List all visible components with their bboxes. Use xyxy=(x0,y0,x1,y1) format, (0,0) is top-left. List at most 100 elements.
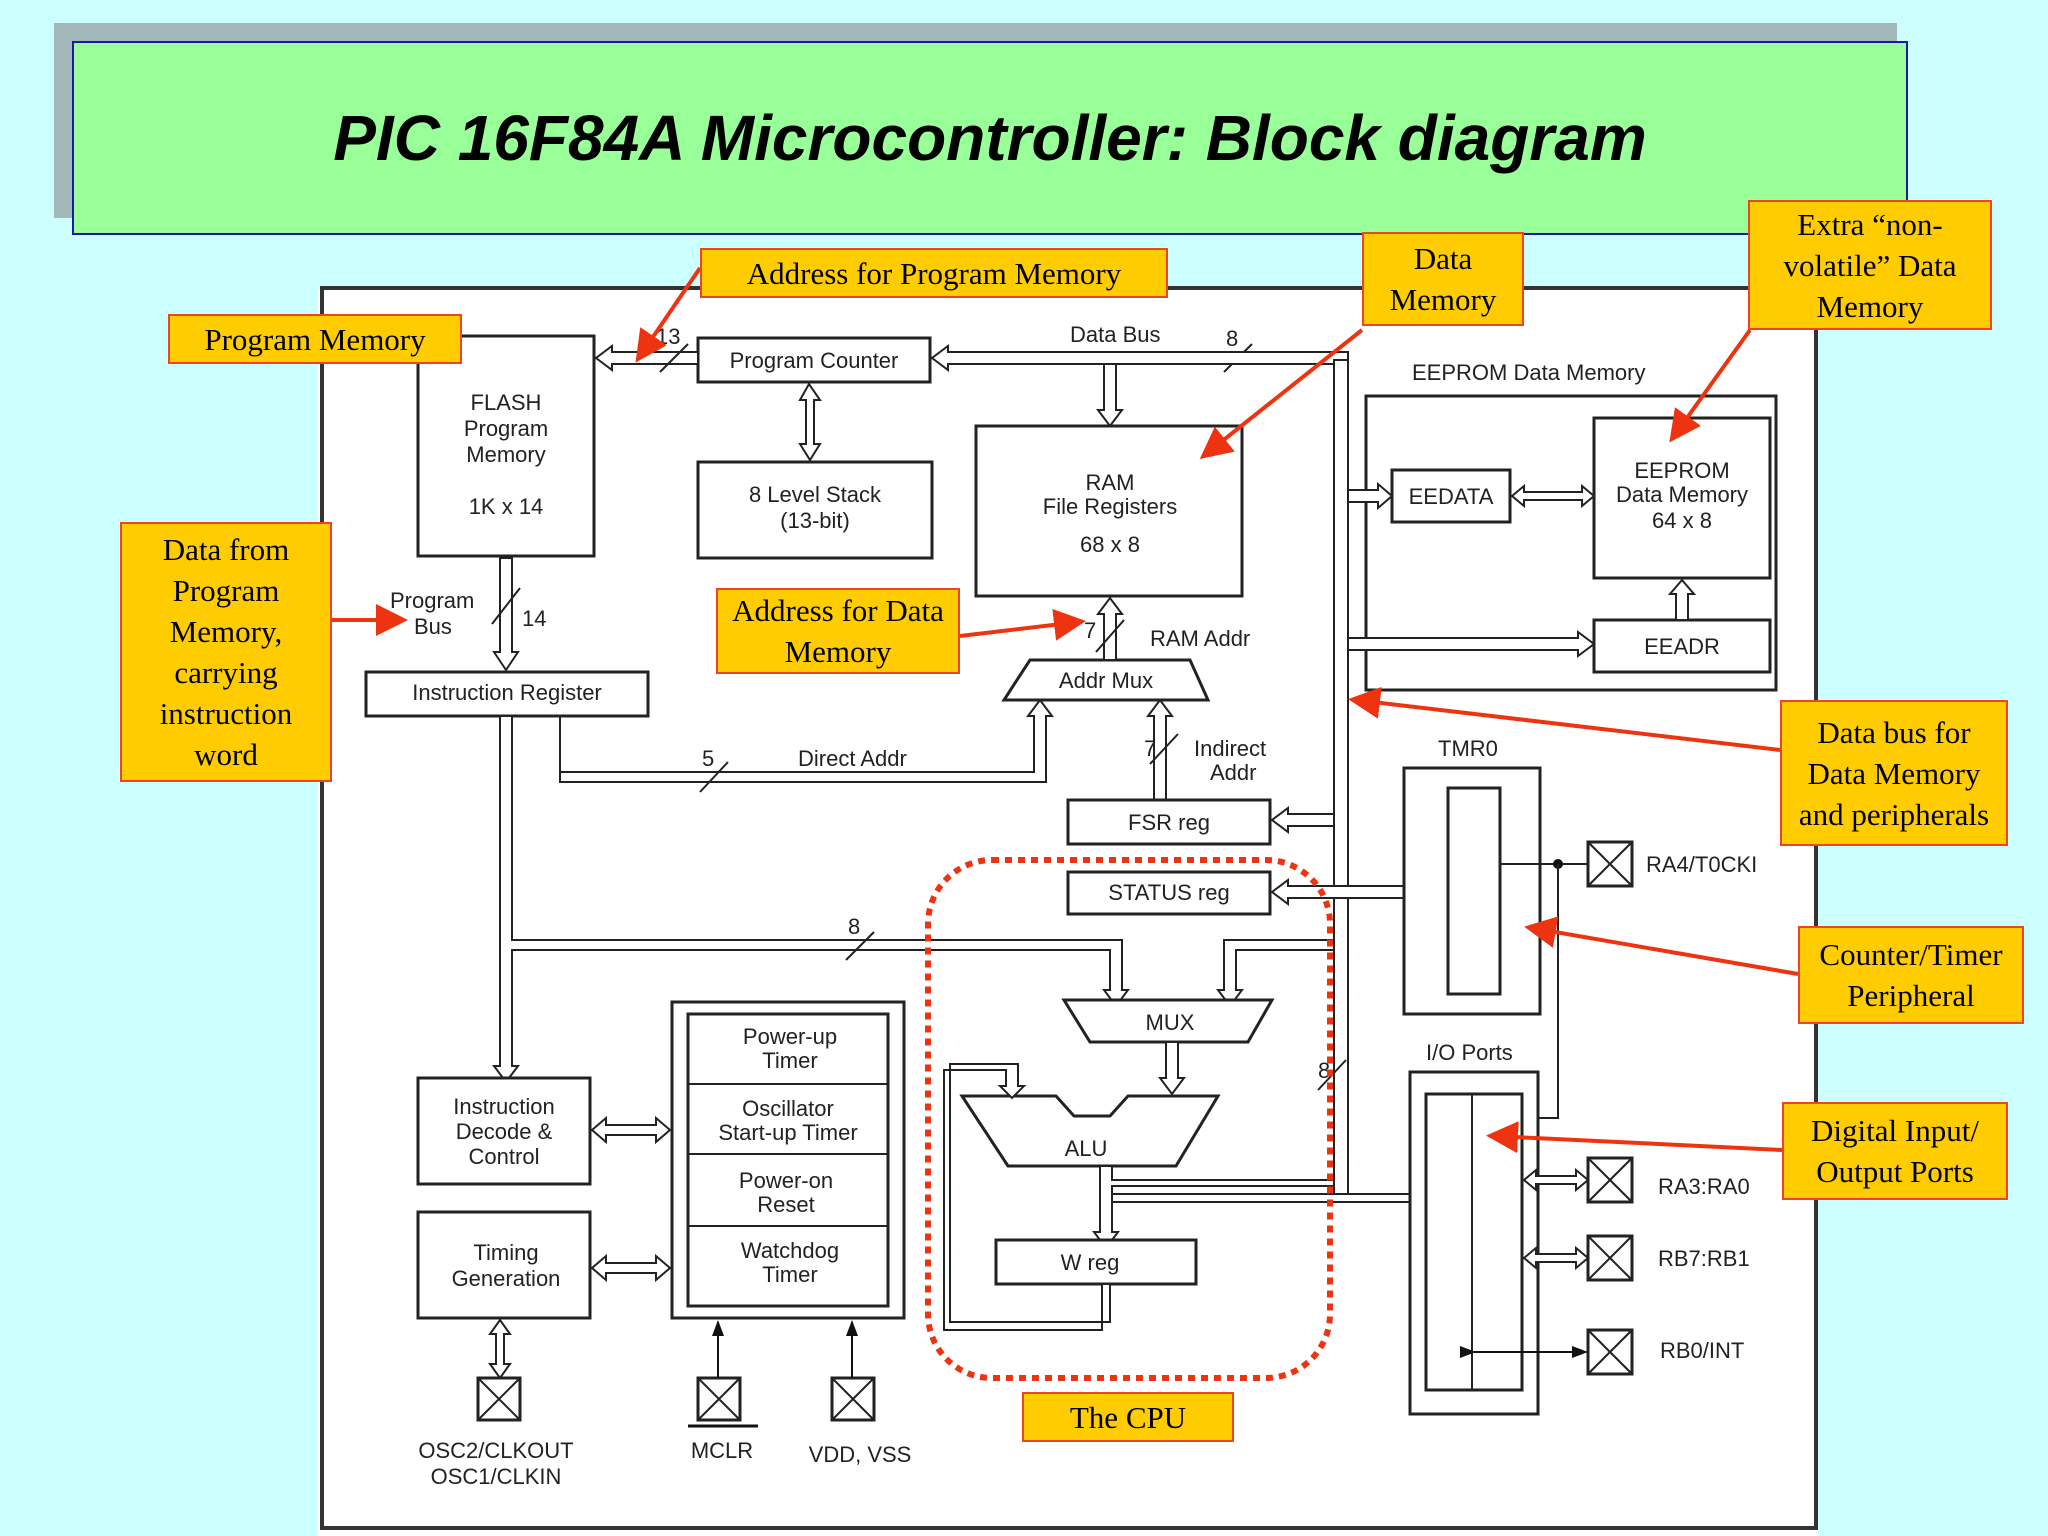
indirect-addr-label-1: Indirect xyxy=(1194,736,1266,761)
title-banner: PIC 16F84A Microcontroller: Block diagra… xyxy=(72,41,1908,235)
osc-startup-1: Oscillator xyxy=(742,1096,834,1121)
callout-program-memory: Program Memory xyxy=(168,314,462,364)
power-up-timer-1: Power-up xyxy=(743,1024,837,1049)
bus-to-eedata xyxy=(1347,481,1394,511)
indirect-addr-label-2: Addr xyxy=(1210,760,1256,785)
arrow-non-volatile xyxy=(1669,328,1752,443)
eedata-eeprom-bus xyxy=(1510,483,1596,509)
bus-to-eeadr xyxy=(1347,630,1596,658)
cpu-region-outline xyxy=(925,857,1333,1381)
callout-data-memory: Data Memory xyxy=(1362,232,1524,326)
callout-address-data-memory: Address for Data Memory xyxy=(716,588,960,674)
timing-osc-bus xyxy=(488,1318,512,1380)
mux: MUX xyxy=(1061,998,1275,1044)
svg-text:Generation: Generation xyxy=(452,1266,561,1291)
power-on-reset-1: Power-on xyxy=(739,1168,833,1193)
ram-addr-width: 7 xyxy=(1084,618,1096,643)
page-title: PIC 16F84A Microcontroller: Block diagra… xyxy=(333,102,1647,174)
pin-osc-label-1: OSC2/CLKOUT xyxy=(418,1438,573,1463)
svg-text:RA4/T0CKI: RA4/T0CKI xyxy=(1646,852,1757,877)
svg-text:Data Memory: Data Memory xyxy=(1616,482,1748,507)
svg-text:RAM: RAM xyxy=(1086,470,1135,495)
callout-arrows xyxy=(332,266,1799,1154)
svg-text:(13-bit): (13-bit) xyxy=(780,508,850,533)
svg-text:RB7:RB1: RB7:RB1 xyxy=(1658,1246,1750,1271)
data-bus-main xyxy=(930,344,1349,372)
pin-rb7: RB7:RB1 xyxy=(1586,1234,1750,1282)
eedata: EEDATA xyxy=(1390,468,1512,524)
svg-text:Control: Control xyxy=(469,1144,540,1169)
svg-text:Timing: Timing xyxy=(473,1240,538,1265)
bus-to-fsr xyxy=(1270,806,1335,834)
watchdog-2: Timer xyxy=(762,1262,817,1287)
svg-text:ALU: ALU xyxy=(1065,1136,1108,1161)
svg-text:Program Counter: Program Counter xyxy=(730,348,899,373)
callout-address-program-memory: Address for Program Memory xyxy=(700,248,1168,298)
svg-text:68 x 8: 68 x 8 xyxy=(1080,532,1140,557)
pin-vdd xyxy=(830,1320,876,1422)
flash-size: 1K x 14 xyxy=(469,494,544,519)
svg-text:FSR reg: FSR reg xyxy=(1128,810,1210,835)
ram-addr-label: RAM Addr xyxy=(1150,626,1250,651)
svg-text:Instruction Register: Instruction Register xyxy=(412,680,602,705)
addr-mux: Addr Mux xyxy=(1001,658,1211,702)
svg-text:W reg: W reg xyxy=(1061,1250,1120,1275)
mux-to-alu xyxy=(1158,1041,1186,1096)
reset-timers-group xyxy=(670,1000,906,1320)
stack: 8 Level Stack (13-bit) xyxy=(696,460,934,560)
svg-text:RB0/INT: RB0/INT xyxy=(1660,1338,1744,1363)
pc-stack-bus xyxy=(798,382,822,462)
arrow-data-bus xyxy=(1348,686,1781,752)
arrow-data-memory xyxy=(1199,328,1364,459)
svg-text:RA3:RA0: RA3:RA0 xyxy=(1658,1174,1750,1199)
flash-line-2: Program xyxy=(464,416,548,441)
databus-to-mux xyxy=(1216,939,1335,1008)
watchdog-1: Watchdog xyxy=(741,1238,839,1263)
svg-text:8 Level Stack: 8 Level Stack xyxy=(749,482,882,507)
svg-text:File Registers: File Registers xyxy=(1043,494,1177,519)
program-bus xyxy=(492,557,520,672)
svg-text:STATUS reg: STATUS reg xyxy=(1108,880,1229,905)
arrow-digital-io xyxy=(1486,1121,1783,1154)
io-ports-label: I/O Ports xyxy=(1426,1040,1513,1065)
svg-text:Decode &: Decode & xyxy=(456,1119,553,1144)
program-counter: Program Counter xyxy=(696,336,932,384)
tmr0-label: TMR0 xyxy=(1438,736,1498,761)
io-ra-bus xyxy=(1522,1167,1590,1193)
program-bus-label-2: Bus xyxy=(414,614,452,639)
data-bus-vertical xyxy=(1333,359,1349,1201)
callout-counter-timer: Counter/Timer Peripheral xyxy=(1798,926,2024,1024)
flash-line-1: FLASH xyxy=(471,390,542,415)
pin-rb0: RB0/INT xyxy=(1586,1328,1744,1376)
data-bus-to-ram xyxy=(1096,363,1124,428)
alu-bus-width: 8 xyxy=(1318,1058,1330,1083)
w-feedback-bus xyxy=(943,1063,1111,1331)
power-on-reset-2: Reset xyxy=(757,1192,814,1217)
ram-file-registers: RAM File Registers 68 x 8 xyxy=(974,424,1244,598)
arrow-counter-timer xyxy=(1524,916,1799,976)
callout-digital-io: Digital Input/ Output Ports xyxy=(1782,1102,2008,1200)
data-bus-width: 8 xyxy=(1226,326,1238,351)
eeprom-data-memory: EEPROM Data Memory 64 x 8 xyxy=(1592,416,1772,580)
svg-text:EEDATA: EEDATA xyxy=(1409,484,1494,509)
svg-text:Instruction: Instruction xyxy=(453,1094,555,1119)
pin-ra4: RA4/T0CKI xyxy=(1586,840,1757,888)
pin-osc-label-2: OSC1/CLKIN xyxy=(431,1464,562,1489)
tmr0 xyxy=(1402,766,1542,1016)
arrow-address-program-memory xyxy=(635,266,702,363)
direct-addr-width: 5 xyxy=(702,746,714,771)
pin-osc xyxy=(476,1376,522,1422)
svg-text:MUX: MUX xyxy=(1146,1010,1195,1035)
pin-mclr xyxy=(696,1320,742,1422)
pin-mclr-label: MCLR xyxy=(691,1438,753,1463)
program-bus-width: 14 xyxy=(522,606,546,631)
indirect-addr-width: 7 xyxy=(1144,736,1156,761)
instruction-register: Instruction Register xyxy=(364,670,650,718)
callout-data-from-program: Data from Program Memory, carrying instr… xyxy=(120,522,332,782)
eeprom-group-label: EEPROM Data Memory xyxy=(1412,360,1646,385)
timing-generation: Timing Generation xyxy=(416,1210,592,1320)
decode-timers-bus xyxy=(590,1115,672,1145)
svg-text:EEADR: EEADR xyxy=(1644,634,1720,659)
svg-text:Addr Mux: Addr Mux xyxy=(1059,668,1153,693)
